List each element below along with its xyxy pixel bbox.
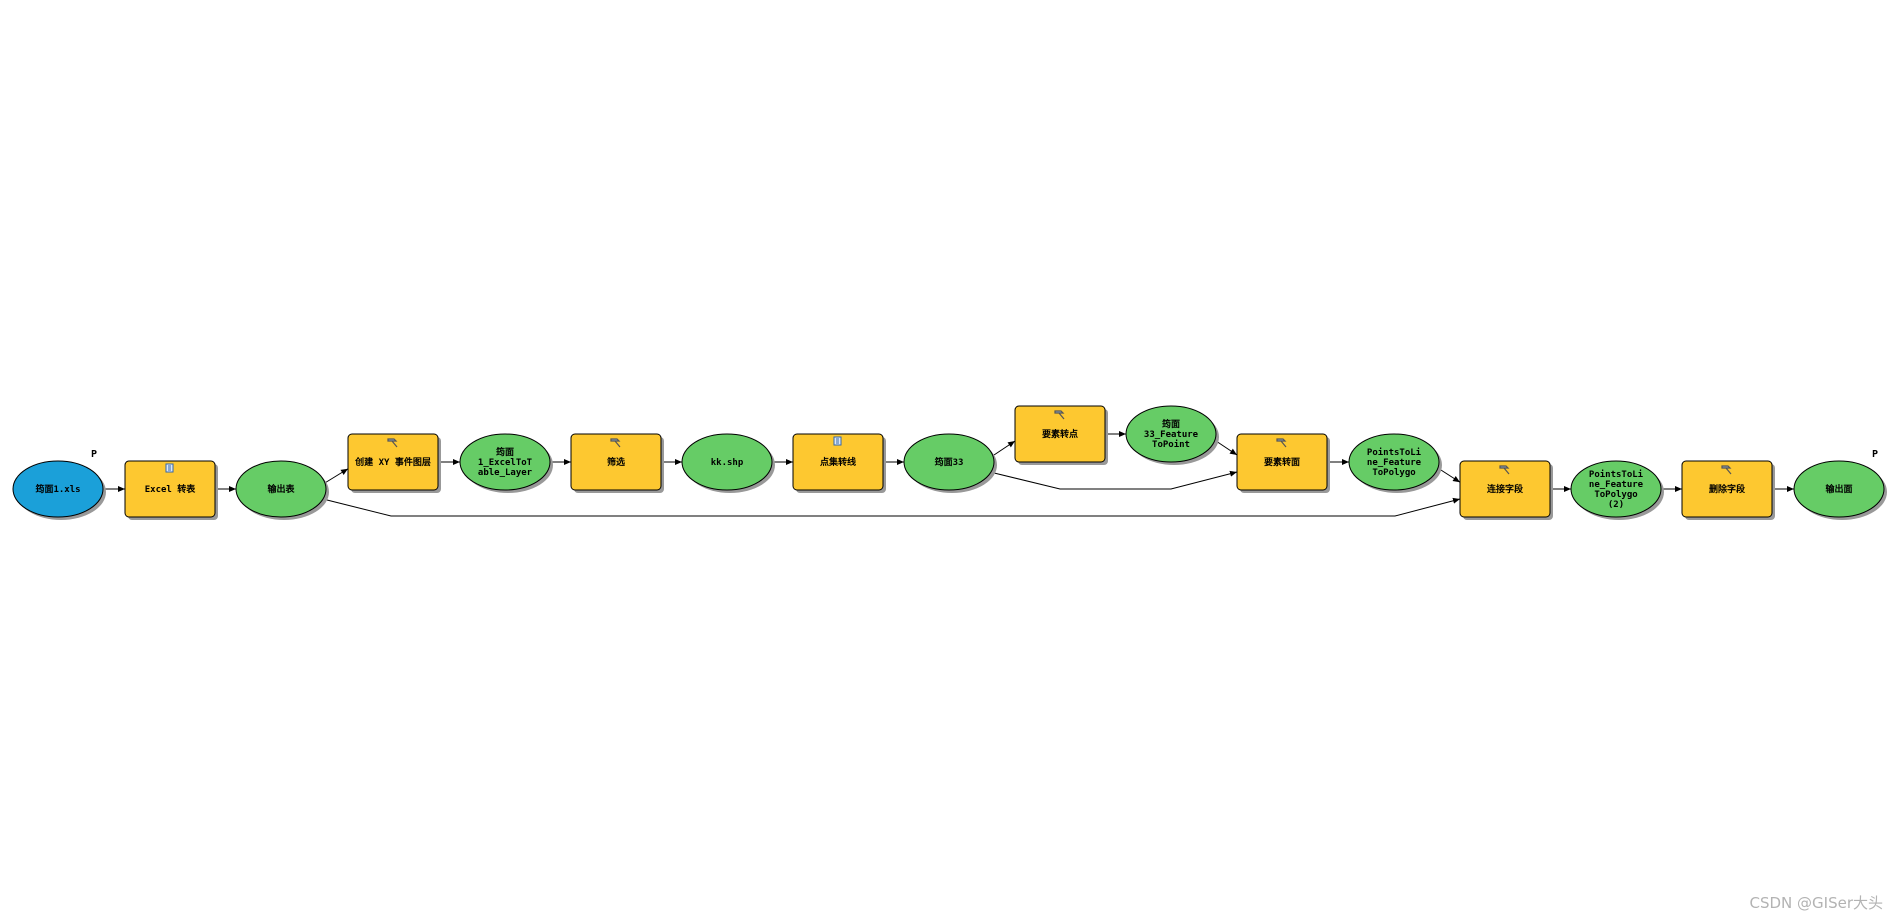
node-label: 筠面: [1162, 418, 1180, 430]
watermark: CSDN @GISer大头: [1749, 894, 1884, 912]
tool-box[interactable]: [1236, 433, 1328, 491]
node-label: 筠面1.xls: [35, 483, 80, 495]
node-label: PointsToLi: [1589, 469, 1644, 480]
node-label: ne_Feature: [1589, 480, 1644, 490]
tool-box[interactable]: [347, 433, 439, 491]
tool-box[interactable]: [1014, 405, 1106, 463]
node-label: 33_Feature: [1144, 430, 1199, 440]
model-node-n2[interactable]: 输出表: [235, 460, 329, 520]
model-node-n5[interactable]: 筛选: [570, 433, 664, 493]
hammer-icon: [610, 438, 621, 448]
node-label: 连接字段: [1487, 483, 1524, 495]
model-node-n6[interactable]: kk.shp: [681, 433, 775, 493]
hammer-icon: [1276, 438, 1287, 448]
script-tool-icon: [833, 436, 842, 446]
tool-box[interactable]: [570, 433, 662, 491]
model-node-n0[interactable]: 筠面1.xls P: [12, 449, 106, 520]
model-node-n9[interactable]: 要素转点: [1014, 405, 1108, 465]
node-label: 1_ExcelToT: [478, 458, 533, 468]
model-node-n15[interactable]: 删除字段: [1681, 460, 1775, 520]
hammer-icon: [1054, 410, 1065, 420]
tool-box[interactable]: [124, 460, 216, 518]
hammer-icon: [1499, 465, 1510, 475]
data-ellipse[interactable]: [1125, 405, 1217, 463]
hammer-icon: [1721, 465, 1732, 475]
node-label: PointsToLi: [1367, 447, 1422, 458]
tool-box[interactable]: [1459, 460, 1551, 518]
edge-layer: [103, 431, 1794, 517]
node-label: 点集转线: [820, 456, 856, 468]
node-label: 筠面33: [935, 456, 964, 468]
data-ellipse[interactable]: [681, 433, 773, 491]
script-tool-icon: [165, 463, 174, 473]
tool-box[interactable]: [1681, 460, 1773, 518]
input-data-ellipse[interactable]: [12, 460, 104, 518]
model-node-n1[interactable]: Excel 转表: [124, 460, 218, 520]
node-label: (2): [1608, 500, 1624, 510]
node-label: Excel 转表: [145, 483, 197, 495]
connector-n12-n13: [1438, 468, 1461, 483]
data-ellipse[interactable]: [459, 433, 551, 491]
node-label: able_Layer: [478, 468, 533, 478]
connector-n2-n13: [322, 497, 1461, 517]
data-ellipse[interactable]: [235, 460, 327, 518]
model-node-n16[interactable]: 输出面 P: [1793, 449, 1887, 520]
node-label: ToPolygo: [1372, 468, 1415, 478]
node-label: ne_Feature: [1367, 458, 1422, 468]
node-label: ToPolygo: [1594, 490, 1637, 500]
model-node-n3[interactable]: 创建 XY 事件图层: [347, 433, 441, 493]
node-label: 创建 XY 事件图层: [354, 456, 431, 468]
connector-n8-n9: [993, 440, 1016, 456]
connector-n10-n11: [1215, 440, 1238, 456]
data-ellipse[interactable]: [1348, 433, 1440, 491]
node-label: kk.shp: [711, 458, 744, 468]
model-parameter-marker: P: [1872, 449, 1878, 460]
data-ellipse[interactable]: [903, 433, 995, 491]
model-node-n7[interactable]: 点集转线: [792, 433, 886, 493]
node-label: 要素转点: [1042, 428, 1078, 440]
node-label: 筛选: [607, 456, 625, 468]
node-label: 输出面: [1825, 483, 1852, 495]
tool-box[interactable]: [792, 433, 884, 491]
node-label: ToPoint: [1152, 439, 1190, 450]
connector-n8-n11: [989, 470, 1238, 490]
node-layer: 筠面1.xlsPExcel 转表输出表创建 XY 事件图层筠面1_ExcelTo…: [12, 405, 1887, 520]
model-node-n8[interactable]: 筠面33: [903, 433, 997, 493]
hammer-icon: [387, 438, 398, 448]
model-node-n13[interactable]: 连接字段: [1459, 460, 1553, 520]
model-node-n11[interactable]: 要素转面: [1236, 433, 1330, 493]
node-label: 删除字段: [1709, 483, 1746, 495]
node-label: 要素转面: [1264, 456, 1300, 468]
connector-n2-n3: [325, 468, 349, 483]
model-parameter-marker: P: [91, 449, 97, 460]
node-label: 输出表: [267, 483, 295, 495]
data-ellipse[interactable]: [1570, 460, 1662, 518]
data-ellipse[interactable]: [1793, 460, 1885, 518]
node-label: 筠面: [496, 446, 514, 458]
